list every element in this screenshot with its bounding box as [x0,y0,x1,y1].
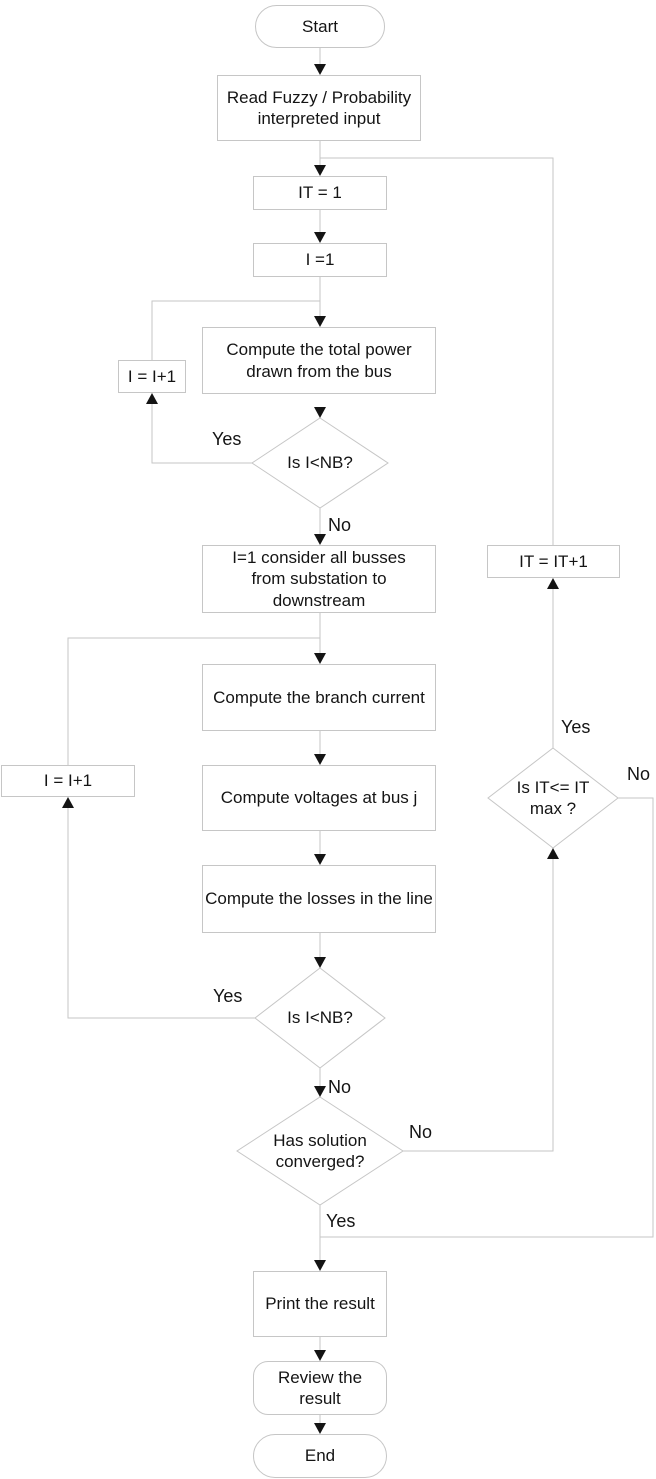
node-increment-it: IT = IT+1 [487,545,620,578]
arrow-into-print [314,1260,326,1271]
node-start: Start [255,5,385,48]
arrow-into-consider [314,534,326,545]
node-start-label: Start [302,16,338,36]
node-it-init: IT = 1 [253,176,387,210]
node-review-result-label: Review the result [277,1367,363,1408]
edge-label-nb2-no: No [328,1077,352,1097]
connector-lines [67,47,654,1433]
node-consider-busses: I=1 consider all busses from substation … [202,545,436,613]
edge-label-converged-yes: Yes [326,1211,356,1231]
node-compute-voltages: Compute voltages at bus j [202,765,436,831]
node-end: End [253,1434,387,1478]
arrow-into-nb2 [314,957,326,968]
node-compute-power: Compute the total power drawn from the b… [202,327,436,394]
arrow-into-converged [314,1086,326,1097]
node-is-i-lt-nb-2: Is I<NB? [260,1000,380,1036]
node-increment-i-left: I = I+1 [1,765,135,797]
node-i-init-label: I =1 [305,250,335,270]
node-compute-losses-label: Compute the losses in the line [205,889,433,909]
diamond-is-i-lt-nb-2 [254,967,386,1069]
node-end-label: End [304,1446,336,1466]
arrow-into-nb1 [314,407,326,418]
arrow-into-it1 [314,165,326,176]
node-compute-losses: Compute the losses in the line [202,865,436,933]
arrowheads [62,64,559,1434]
connector-nb1-yes-to-inc [151,394,252,464]
connector-itplus1-feedback [320,157,554,545]
edge-label-nb1-yes: Yes [212,429,242,449]
node-is-i-lt-nb-2-label: Is I<NB? [287,1008,353,1028]
node-increment-it-label: IT = IT+1 [519,551,588,571]
node-increment-i-left-label: I = I+1 [43,771,93,791]
arrow-into-itplus1 [547,578,559,589]
connector-nb2-yes-to-inc [67,798,255,1019]
node-increment-i-top-label: I = I+1 [127,366,177,386]
arrow-into-read-input [314,64,326,75]
arrow-into-voltages [314,754,326,765]
node-has-converged-label: Has solution converged? [273,1130,367,1171]
node-is-it-le-itmax-label: Is IT<= IT max ? [516,777,590,818]
arrow-into-inc-i-top [146,393,158,404]
edge-label-nb2-yes: Yes [213,986,243,1006]
node-compute-power-label: Compute the total power drawn from the b… [226,340,412,381]
decision-shapes [236,417,619,1206]
node-compute-branch-current: Compute the branch current [202,664,436,731]
connector-inc-top-return [151,300,320,360]
edge-label-itmax-no: No [627,764,651,784]
node-increment-i-top: I = I+1 [118,360,186,393]
arrow-into-end [314,1423,326,1434]
node-consider-busses-label: I=1 consider all busses from substation … [232,548,406,610]
diamond-has-converged [236,1096,404,1206]
connector-itmax-no-bypass [320,797,654,1238]
arrow-into-compute-power [314,316,326,327]
node-is-i-lt-nb-1-label: Is I<NB? [287,453,353,473]
node-i-init: I =1 [253,243,387,277]
edge-label-converged-no: No [409,1122,433,1142]
node-it-init-label: IT = 1 [298,183,342,203]
node-review-result: Review the result [253,1361,387,1415]
diamond-is-i-lt-nb-1 [251,417,389,509]
arrow-into-review [314,1350,326,1361]
edge-label-itmax-yes: Yes [561,717,591,737]
connector-inc-left-return [67,637,320,765]
arrow-into-losses [314,854,326,865]
arrow-into-inc-i-left [62,797,74,808]
node-compute-branch-current-label: Compute the branch current [213,687,425,707]
node-is-it-le-itmax: Is IT<= IT max ? [498,776,608,820]
node-compute-voltages-label: Compute voltages at bus j [220,788,418,808]
node-is-i-lt-nb-1: Is I<NB? [260,445,380,481]
node-read-input-label: Read Fuzzy / Probability interpreted inp… [226,87,412,128]
node-print-result-label: Print the result [265,1294,375,1314]
arrow-into-branch [314,653,326,664]
node-has-converged: Has solution converged? [250,1125,390,1177]
arrow-into-itmax [547,848,559,859]
connector-converged-no-to-itmax [403,849,554,1152]
node-read-input: Read Fuzzy / Probability interpreted inp… [217,75,421,141]
node-print-result: Print the result [253,1271,387,1337]
arrow-into-i1 [314,232,326,243]
edge-label-nb1-no: No [328,515,352,535]
